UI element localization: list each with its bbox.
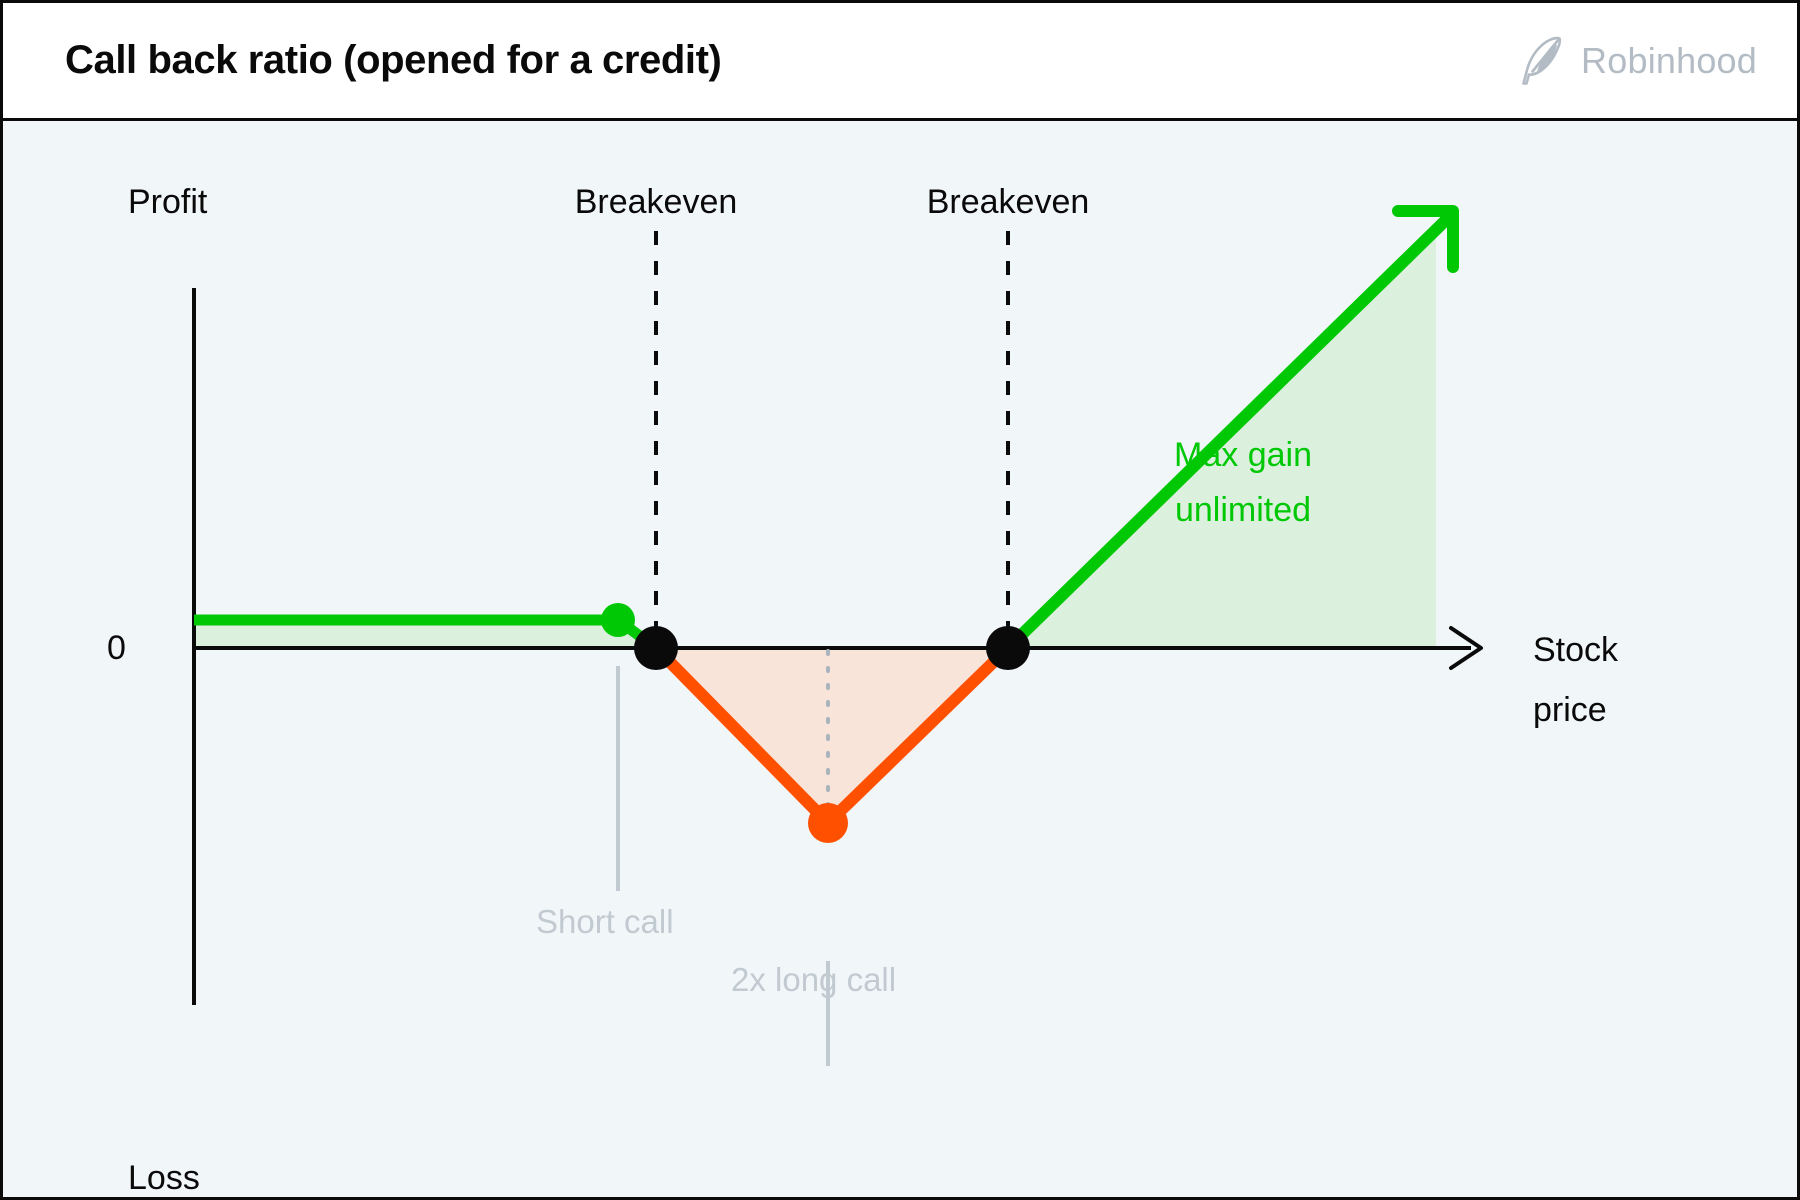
breakeven-left-label: Breakeven xyxy=(575,183,738,221)
breakeven-left-marker-dot xyxy=(634,626,678,670)
loss-fill xyxy=(656,648,1008,823)
short-call-marker-dot xyxy=(601,603,635,637)
header-bar: Call back ratio (opened for a credit) Ro… xyxy=(3,3,1797,121)
x-axis-label-line2: price xyxy=(1533,691,1607,729)
breakeven-right-marker-dot xyxy=(986,626,1030,670)
brand-name: Robinhood xyxy=(1581,39,1757,81)
feather-icon xyxy=(1519,35,1565,87)
long-call-label: 2x long call xyxy=(731,961,896,998)
max-gain-label-line1: Max gain xyxy=(1174,436,1312,474)
brand-lockup: Robinhood xyxy=(1519,35,1757,87)
chart-canvas: Profit Loss 0 Stock price Breakeven Brea… xyxy=(3,121,1797,1197)
max-gain-label-line2: unlimited xyxy=(1175,491,1311,529)
page-title: Call back ratio (opened for a credit) xyxy=(65,38,722,82)
max-loss-marker-dot xyxy=(808,803,848,843)
x-axis-label-line1: Stock xyxy=(1533,631,1619,669)
payoff-chart: Profit Loss 0 Stock price Breakeven Brea… xyxy=(107,183,1619,1197)
payoff-line-gain-unlimited xyxy=(1002,210,1456,654)
y-axis-zero-label: 0 xyxy=(107,629,126,667)
x-axis-arrowhead xyxy=(1449,626,1483,670)
breakeven-right-label: Breakeven xyxy=(927,183,1090,221)
short-call-label: Short call xyxy=(536,903,674,940)
payoff-arrowhead-gain xyxy=(1392,205,1459,273)
gain-fill-left xyxy=(194,620,656,648)
y-axis-profit-label: Profit xyxy=(128,183,208,221)
y-axis-loss-label: Loss xyxy=(128,1159,200,1197)
